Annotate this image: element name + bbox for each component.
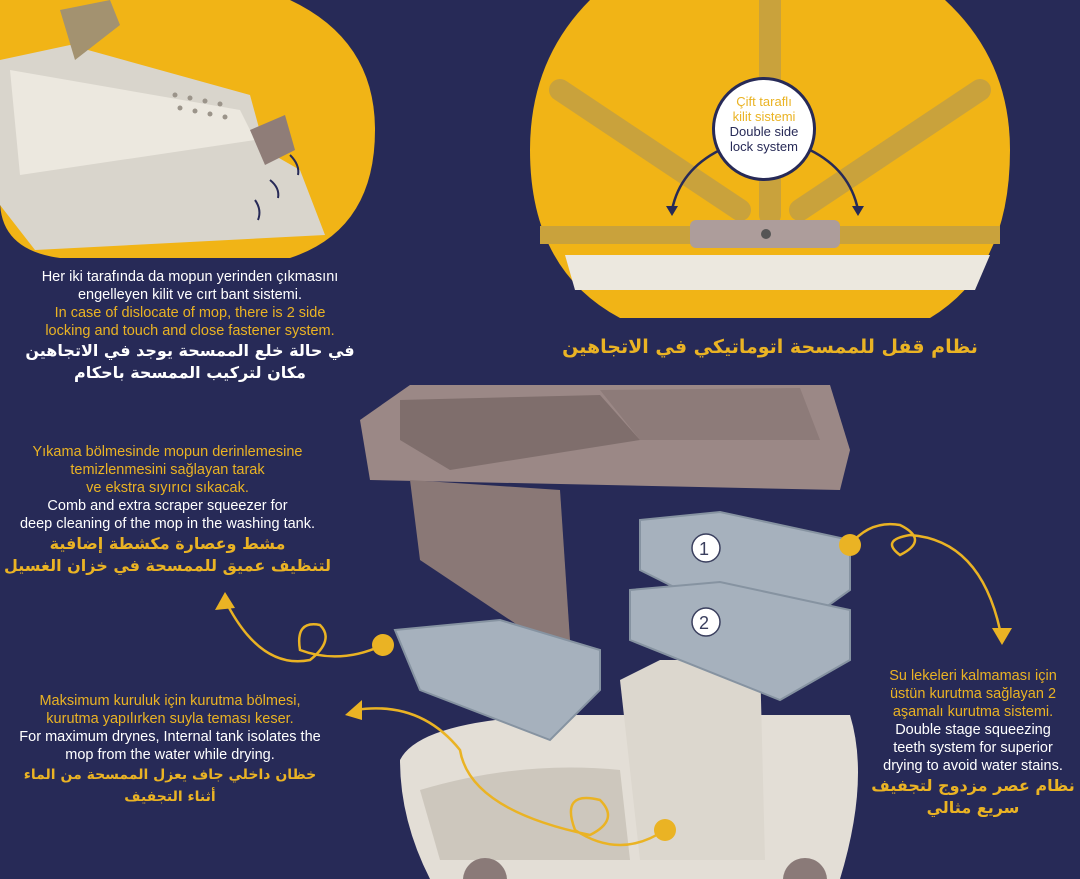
comb-en: Comb and extra scraper squeezer for (47, 498, 288, 514)
squeeze-ar: نظام عصر مزدوج لتجفيف (871, 776, 1075, 795)
squeeze-tr: aşamalı kurutma sistemi. (892, 704, 1054, 720)
badge-tr-line2: kilit sistemi (732, 109, 796, 124)
comb-tr: ve ekstra sıyırıcı sıkacak. (86, 480, 249, 496)
comb-ar: لتنظيف عميق للممسحة في خزان الغسيل (3, 556, 332, 575)
bucket-lid (360, 385, 850, 640)
dryness-tr: kurutma yapılırken suyla teması keser. (46, 711, 294, 727)
lock-arabic-title: نظام قفل للممسحة اتوماتيكي في الاتجاهين (562, 336, 978, 358)
badge-tr-line1: Çift taraflı (736, 94, 792, 109)
fastener-ar: مكان لتركيب الممسحة باحكام (74, 363, 306, 382)
dryness-description: Maksimum kuruluk için kurutma bölmesi, k… (0, 692, 340, 808)
mop-lock-photo (0, 0, 375, 258)
dryness-ar: أثناء التجفيف (124, 789, 216, 805)
comb-description: Yıkama bölmesinde mopun derinlemesine te… (0, 443, 335, 577)
fastener-en: In case of dislocate of mop, there is 2 … (54, 305, 326, 321)
comb-tr: Yıkama bölmesinde mopun derinlemesine (32, 444, 303, 460)
comb-tr: temizlenmesini sağlayan tarak (70, 462, 265, 478)
comb-en: deep cleaning of the mop in the washing … (19, 516, 316, 532)
bucket-base (400, 660, 858, 879)
fastener-en: locking and touch and close fastener sys… (45, 323, 335, 339)
comb-ar: مشط وعصارة مكشطة إضافية (49, 534, 286, 553)
callout-dots (215, 534, 1012, 841)
squeeze-description: Su lekeleri kalmaması için üstün kurutma… (868, 667, 1078, 819)
fastener-ar: في حالة خلع الممسحة يوجد في الاتجاهين (25, 341, 355, 360)
stage-label-2: 2 (699, 613, 710, 633)
fastener-tr: Her iki tarafında da mopun yerinden çıkm… (41, 269, 339, 285)
fastener-description: Her iki tarafında da mopun yerinden çıkm… (10, 268, 370, 384)
squeeze-en: Double stage squeezing (895, 722, 1051, 738)
fastener-tr: engelleyen kilit ve cırt bant sistemi. (77, 287, 303, 303)
squeeze-ar: سريع مثالي (926, 798, 1020, 817)
dryness-en: mop from the water while drying. (65, 747, 275, 763)
squeeze-en: teeth system for superior (893, 740, 1053, 756)
lock-badge: Çift taraflı kilit sistemi Double side l… (712, 77, 816, 181)
badge-en-line1: Double side (729, 124, 799, 139)
dryness-tr: Maksimum kuruluk için kurutma bölmesi, (39, 693, 301, 709)
squeeze-en: drying to avoid water stains. (883, 758, 1063, 774)
stage-label-1: 1 (699, 539, 710, 559)
badge-en-line2: lock system (730, 139, 798, 154)
squeeze-tr: üstün kurutma sağlayan 2 (889, 686, 1057, 702)
squeeze-tr: Su lekeleri kalmaması için (889, 668, 1057, 684)
dryness-ar: خظان داخلي جاف يعزل الممسحة من الماء (23, 767, 317, 783)
callout-arrows (223, 522, 1002, 847)
dryness-en: For maximum drynes, Internal tank isolat… (19, 729, 321, 745)
